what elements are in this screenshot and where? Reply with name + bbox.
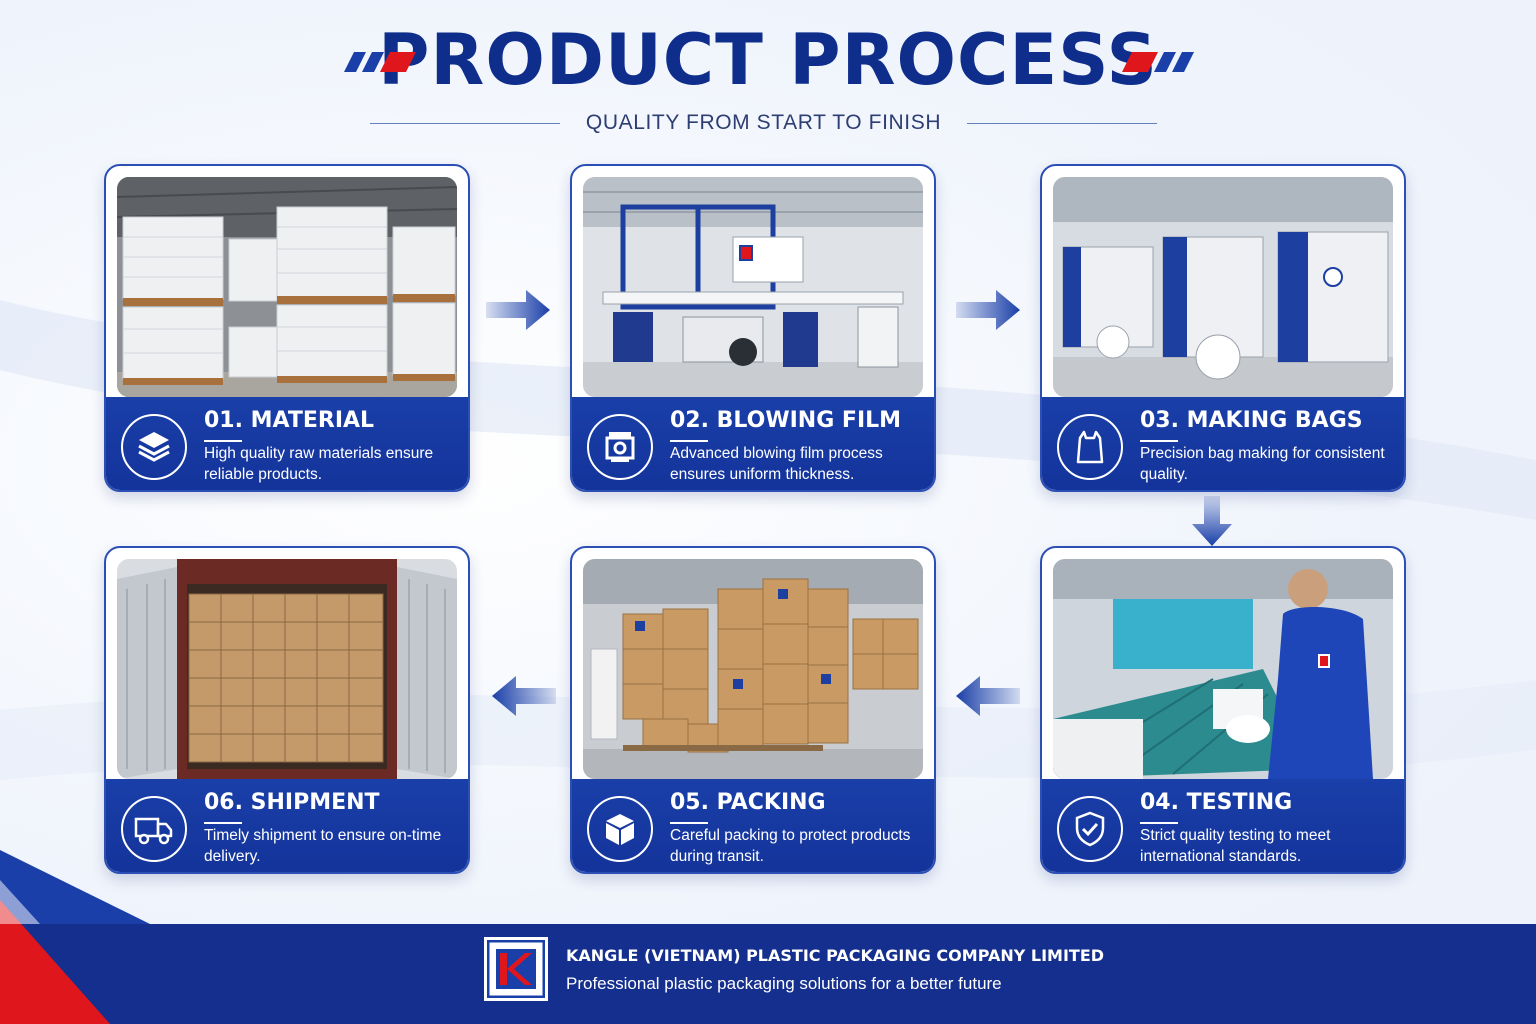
testing-photo xyxy=(1053,559,1393,779)
packing-photo xyxy=(583,559,923,779)
layers-icon xyxy=(121,414,187,480)
step-description: Advanced blowing film process ensures un… xyxy=(670,445,883,483)
step-title: 03. MAKING BAGS xyxy=(1140,408,1363,433)
title-stripes-left-icon xyxy=(344,52,416,72)
shopping-bag-icon xyxy=(1057,414,1123,480)
shipment-photo xyxy=(117,559,457,779)
step-description: Careful packing to protect products duri… xyxy=(670,827,911,865)
step-title: 01. MATERIAL xyxy=(204,408,375,433)
footer-bar xyxy=(0,924,1536,1024)
step-title: 06. SHIPMENT xyxy=(204,790,380,815)
blowing-film-photo xyxy=(583,177,923,397)
step-card-shipment: 06. SHIPMENT Timely shipment to ensure o… xyxy=(104,546,470,874)
step-card-blowing-film: 02. BLOWING FILM Advanced blowing film p… xyxy=(570,164,936,492)
title-underline xyxy=(1140,822,1178,824)
step-card-testing: 04. TESTING Strict quality testing to me… xyxy=(1040,546,1406,874)
step-description: High quality raw materials ensure reliab… xyxy=(204,445,434,483)
shield-check-icon xyxy=(1057,796,1123,862)
step-title: 02. BLOWING FILM xyxy=(670,408,902,433)
company-name: KANGLE (VIETNAM) PLASTIC PACKAGING COMPA… xyxy=(566,946,1105,965)
arrow-left-icon xyxy=(956,676,1020,716)
arrow-right-icon xyxy=(956,290,1020,330)
step-card-packing: 05. PACKING Careful packing to protect p… xyxy=(570,546,936,874)
machine-icon xyxy=(587,414,653,480)
truck-icon xyxy=(121,796,187,862)
step-description: Timely shipment to ensure on-time delive… xyxy=(204,827,442,865)
step-description: Precision bag making for consistent qual… xyxy=(1140,445,1385,483)
subtitle-row: QUALITY FROM START TO FINISH xyxy=(370,108,1158,138)
arrow-left-icon xyxy=(492,676,556,716)
title-stripes-right-icon xyxy=(1122,52,1194,72)
page-title: PRODUCT PROCESS xyxy=(378,19,1158,101)
making-bags-photo xyxy=(1053,177,1393,397)
arrow-down-icon xyxy=(1192,496,1232,546)
step-title: 04. TESTING xyxy=(1140,790,1293,815)
subtitle-divider-left xyxy=(370,122,560,124)
title-underline xyxy=(204,822,242,824)
material-photo xyxy=(117,177,457,397)
step-card-making-bags: 03. MAKING BAGS Precision bag making for… xyxy=(1040,164,1406,492)
title-underline xyxy=(670,822,708,824)
title-underline xyxy=(1140,440,1178,442)
company-tagline: Professional plastic packaging solutions… xyxy=(566,974,1002,993)
step-card-material: 01. MATERIAL High quality raw materials … xyxy=(104,164,470,492)
title-underline xyxy=(204,440,242,442)
step-title: 05. PACKING xyxy=(670,790,826,815)
subtitle-divider-right xyxy=(967,122,1158,124)
page-subtitle: QUALITY FROM START TO FINISH xyxy=(585,111,942,134)
title-area: PRODUCT PROCESS xyxy=(0,18,1536,102)
box-icon xyxy=(587,796,653,862)
company-logo xyxy=(484,937,548,1001)
arrow-right-icon xyxy=(486,290,550,330)
title-underline xyxy=(670,440,708,442)
step-description: Strict quality testing to meet internati… xyxy=(1140,827,1331,865)
